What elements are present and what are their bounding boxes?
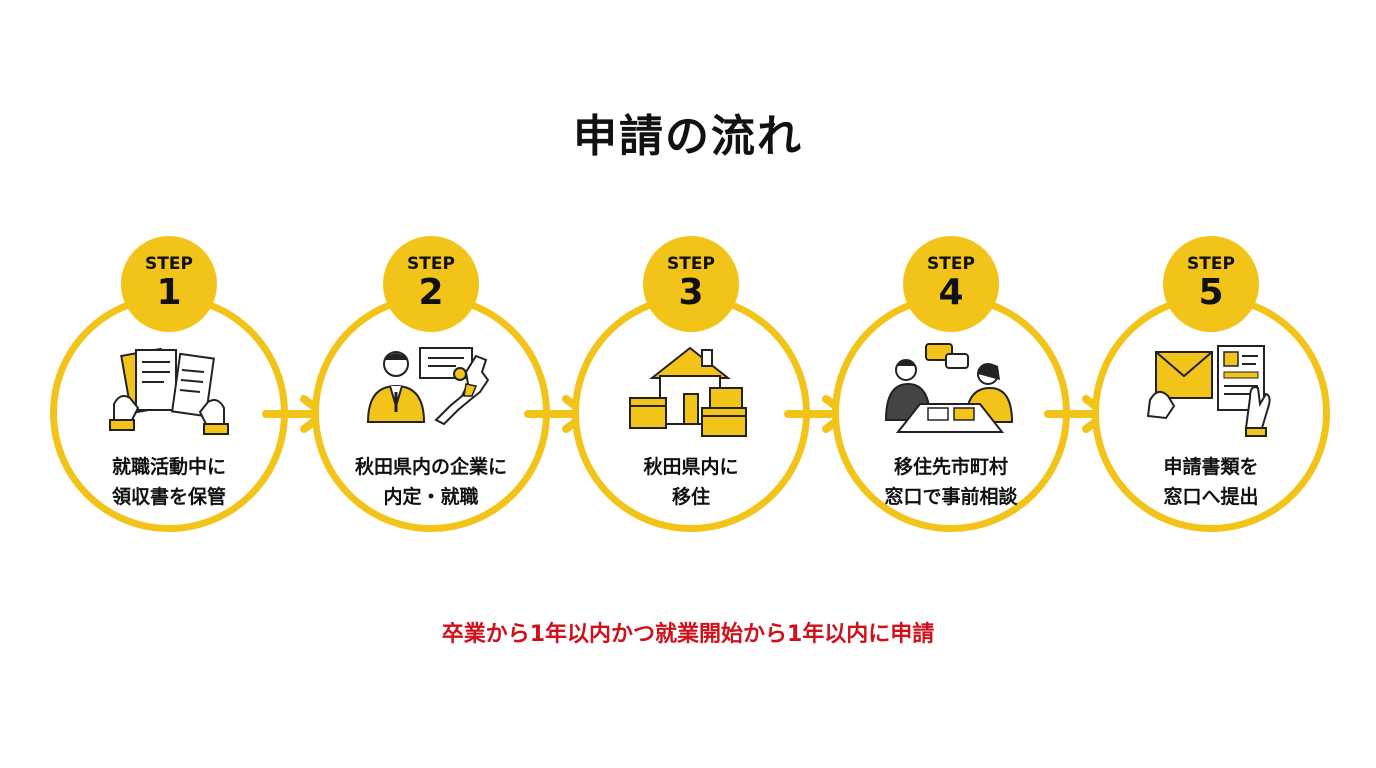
receipts-icon bbox=[109, 347, 229, 435]
step-1-label: STEP bbox=[145, 254, 193, 274]
step-5-badge: STEP 5 bbox=[1163, 236, 1259, 332]
step-1-text: 就職活動中に 領収書を保管 bbox=[64, 452, 274, 512]
page-title: 申請の流れ bbox=[573, 111, 803, 162]
step-1-line-2: 領収書を保管 bbox=[111, 486, 226, 508]
step-4-number: 4 bbox=[938, 272, 964, 313]
step-4-badge: STEP 4 bbox=[903, 236, 999, 332]
step-3-label: STEP bbox=[667, 254, 715, 274]
step-4-line-2: 窓口で事前相談 bbox=[884, 486, 1018, 508]
step-1-line-1: 就職活動中に bbox=[111, 456, 226, 478]
house-moving-icon bbox=[629, 346, 747, 437]
step-3-line-1: 秋田県内に bbox=[643, 456, 739, 478]
step-2-badge: STEP 2 bbox=[383, 236, 479, 332]
step-3-text: 秋田県内に 移住 bbox=[586, 452, 796, 512]
step-4-line-1: 移住先市町村 bbox=[893, 456, 1008, 478]
step-4-text: 移住先市町村 窓口で事前相談 bbox=[846, 452, 1056, 512]
step-5-text: 申請書類を 窓口へ提出 bbox=[1106, 452, 1316, 512]
step-5-line-1: 申請書類を bbox=[1163, 456, 1259, 478]
step-3-line-2: 移住 bbox=[671, 486, 710, 508]
step-5-line-2: 窓口へ提出 bbox=[1163, 486, 1259, 508]
step-2-line-1: 秋田県内の企業に bbox=[354, 456, 507, 478]
consultation-icon bbox=[884, 343, 1014, 433]
deadline-note: 卒業から1年以内かつ就業開始から1年以内に申請 bbox=[441, 622, 935, 647]
job-offer-icon bbox=[366, 347, 490, 426]
step-2-text: 秋田県内の企業に 内定・就職 bbox=[326, 452, 536, 512]
step-2-number: 2 bbox=[418, 272, 444, 313]
step-4-label: STEP bbox=[927, 254, 975, 274]
submit-documents-icon bbox=[1146, 345, 1271, 437]
step-3-number: 3 bbox=[678, 272, 704, 313]
step-5-label: STEP bbox=[1187, 254, 1235, 274]
step-2-line-2: 内定・就職 bbox=[383, 486, 479, 508]
step-1-badge: STEP 1 bbox=[121, 236, 217, 332]
step-5-number: 5 bbox=[1198, 272, 1224, 313]
step-1-number: 1 bbox=[156, 272, 182, 313]
step-2-label: STEP bbox=[407, 254, 455, 274]
step-3-badge: STEP 3 bbox=[643, 236, 739, 332]
